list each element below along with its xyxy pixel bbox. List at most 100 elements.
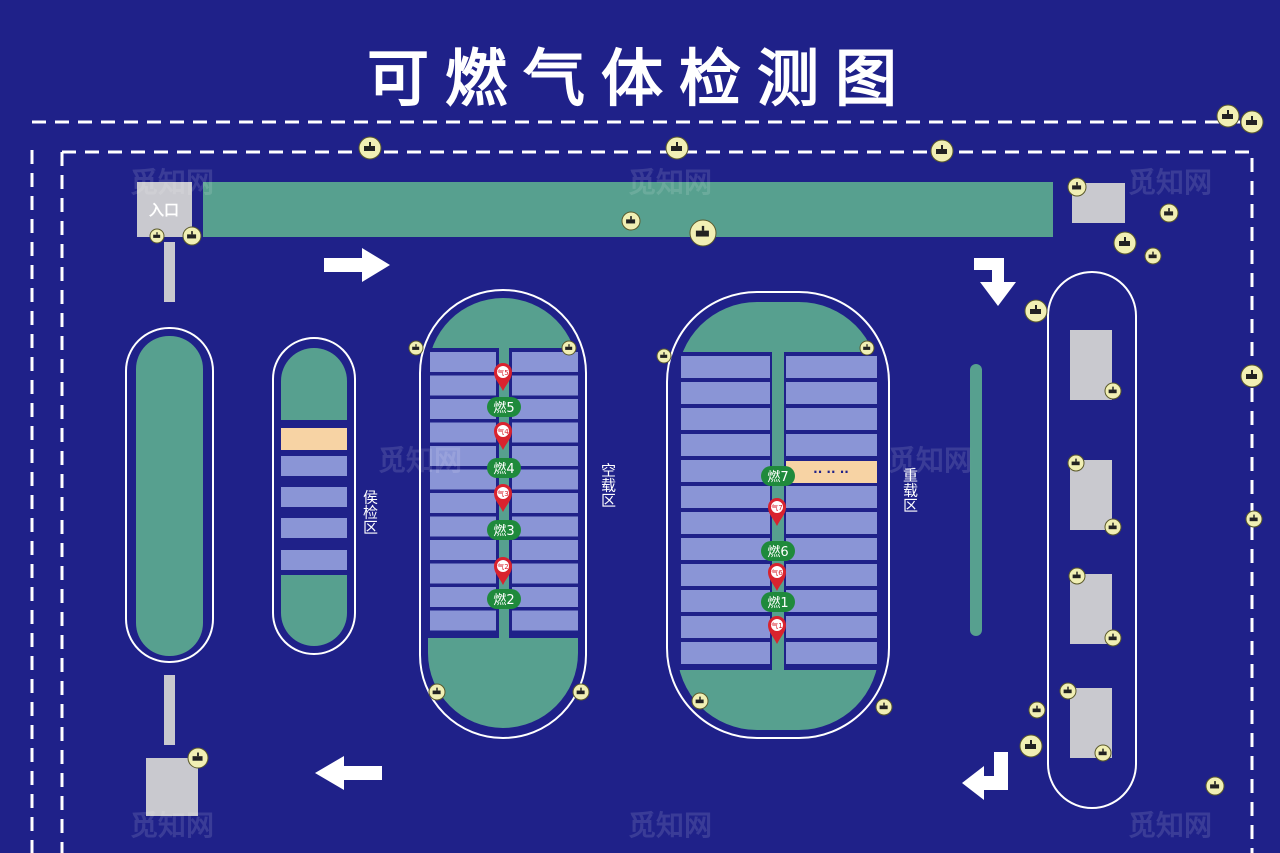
combustible-detector-badge[interactable]: 燃1	[761, 592, 795, 612]
camera-icon[interactable]	[1245, 510, 1263, 528]
waiting-zone-label: 侯检区	[361, 490, 379, 535]
camera-icon[interactable]	[187, 747, 209, 769]
parking-slot	[786, 434, 877, 456]
camera-icon[interactable]	[1144, 247, 1162, 265]
parking-slot	[681, 642, 770, 664]
empty-zone-slots	[430, 352, 578, 631]
combustible-detector-badge[interactable]: 燃7	[761, 466, 795, 486]
parking-slot	[681, 616, 770, 638]
camera-icon[interactable]	[1113, 231, 1137, 255]
parking-slot	[786, 590, 877, 612]
parking-slot	[430, 422, 496, 443]
camera-icon[interactable]	[875, 698, 893, 716]
watermark-text: 觅知网	[130, 166, 214, 199]
exit-gate-bar	[164, 675, 175, 745]
combustible-detector-badge[interactable]: 燃2	[487, 589, 521, 609]
camera-icon[interactable]	[691, 692, 709, 710]
parking-slot	[512, 446, 578, 466]
camera-icon[interactable]	[1094, 744, 1112, 762]
waiting-slot	[281, 518, 347, 538]
camera-icon[interactable]	[656, 348, 672, 364]
right-building-2	[1070, 460, 1112, 530]
parking-slot	[430, 563, 496, 584]
left-capsule-fill	[136, 336, 203, 656]
parking-slot	[512, 375, 578, 396]
camera-icon[interactable]	[859, 340, 875, 356]
right-lane-bar	[970, 364, 982, 636]
camera-icon[interactable]	[1067, 454, 1085, 472]
parking-slot	[430, 540, 496, 560]
camera-icon[interactable]	[561, 340, 577, 356]
parking-slot	[512, 540, 578, 560]
gas-detector-label: 气7	[771, 503, 782, 512]
arrow-turn-down-icon-shape	[974, 258, 1016, 306]
camera-icon[interactable]	[428, 683, 446, 701]
camera-icon[interactable]	[1059, 682, 1077, 700]
camera-icon[interactable]	[1104, 518, 1122, 536]
camera-icon[interactable]	[1216, 104, 1240, 128]
combustible-detector-label: 燃6	[767, 544, 788, 560]
camera-icon[interactable]	[1067, 177, 1087, 197]
parking-slot	[512, 587, 578, 607]
combustible-detector-badge[interactable]: 燃6	[761, 541, 795, 561]
gas-detector-label: 气1	[771, 621, 782, 630]
heavy-zone-highlight	[786, 461, 877, 483]
camera-icon[interactable]	[1019, 734, 1043, 758]
heavy-zone-outline	[666, 291, 890, 739]
camera-icon[interactable]	[1240, 364, 1264, 388]
right-capsule-outline	[1047, 271, 1137, 809]
camera-icon[interactable]	[408, 340, 424, 356]
combustible-detector-badge[interactable]: 燃3	[487, 520, 521, 540]
gas-detector-icon[interactable]: 气4	[494, 422, 512, 450]
camera-icon[interactable]	[358, 136, 382, 160]
parking-slot	[512, 469, 578, 490]
empty-zone-label: 空载区	[599, 463, 617, 508]
camera-icon[interactable]	[182, 226, 202, 246]
camera-icon[interactable]	[1024, 299, 1048, 323]
gas-detector-label: 气3	[497, 489, 508, 498]
camera-icon[interactable]	[1205, 776, 1225, 796]
arrow-right-icon	[324, 248, 390, 282]
camera-icon[interactable]	[1068, 567, 1086, 585]
gas-detector-icon[interactable]: 气2	[494, 557, 512, 585]
combustible-detector-label: 燃3	[493, 523, 514, 539]
gas-detector-icon[interactable]: 气3	[494, 484, 512, 512]
gas-detector-icon[interactable]: 气5	[494, 363, 512, 391]
combustible-detector-badge[interactable]: 燃5	[487, 397, 521, 417]
parking-slot	[786, 408, 877, 430]
camera-icon[interactable]	[1104, 629, 1122, 647]
camera-icon[interactable]	[1028, 701, 1046, 719]
exit-box[interactable]	[146, 758, 198, 816]
parking-slot	[512, 352, 578, 372]
cameras	[149, 104, 1264, 796]
camera-icon[interactable]	[572, 683, 590, 701]
camera-icon[interactable]	[930, 139, 954, 163]
gas-detector-label: 气5	[497, 368, 508, 377]
gas-detector-icon[interactable]: 气1	[768, 616, 786, 644]
waiting-zone-outline	[272, 337, 356, 655]
gas-detector-icon[interactable]: 气7	[768, 498, 786, 526]
camera-icon[interactable]	[665, 136, 689, 160]
camera-icon[interactable]	[621, 211, 641, 231]
camera-icon[interactable]	[149, 228, 165, 244]
camera-icon[interactable]	[1159, 203, 1179, 223]
combustible-detector-label: 燃1	[767, 595, 788, 611]
heavy-zone-label: 重载区	[901, 468, 919, 513]
parking-slot	[681, 434, 770, 456]
parking-slot	[430, 516, 496, 537]
parking-slot	[512, 399, 578, 419]
combustible-detector-label: 燃2	[493, 592, 514, 608]
gas-detector-icon[interactable]: 气6	[768, 563, 786, 591]
entrance-label: 入口	[149, 201, 179, 219]
camera-icon[interactable]	[689, 219, 717, 247]
parking-slot	[786, 564, 877, 586]
watermark-text: 觅知网	[1128, 809, 1212, 842]
entrance-box[interactable]	[137, 182, 192, 237]
camera-icon[interactable]	[1104, 382, 1122, 400]
watermark-text: 觅知网	[130, 809, 214, 842]
combustible-detector-badge[interactable]: 燃4	[487, 458, 521, 478]
parking-slot	[681, 538, 770, 560]
parking-slot	[681, 382, 770, 404]
right-building-3	[1070, 574, 1112, 644]
camera-icon[interactable]	[1240, 110, 1264, 134]
